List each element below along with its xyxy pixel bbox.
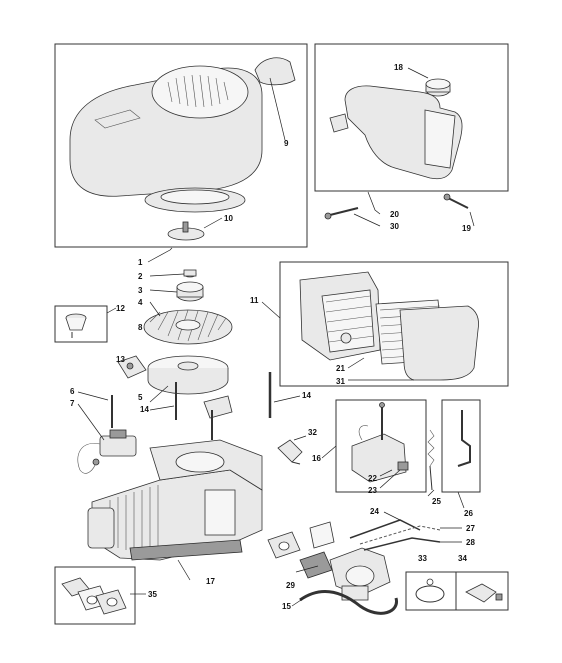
callout-30: 30 [390,222,399,231]
frame-starter-group [54,43,308,248]
gasket-set-29 [267,521,335,559]
clip-34 [465,583,503,603]
recoil-starter-housing [69,57,296,241]
tank-bolt-19 [443,193,469,209]
callout-7: 7 [70,399,75,408]
rod-26 [457,410,471,467]
callout-1: 1 [138,258,143,267]
cylinder-head [87,507,115,549]
frame-rod-26 [441,399,481,493]
callout-35: 35 [148,590,157,599]
air-filter-base [299,271,381,361]
callout-5: 5 [138,393,143,402]
callout-16: 16 [312,454,321,463]
callout-3: 3 [138,286,143,295]
air-filter-cover [399,305,479,381]
callout-29: 29 [286,581,295,590]
callout-28: 28 [466,538,475,547]
callout-11: 11 [250,296,259,305]
flywheel-body [147,355,229,395]
gasket-kit-35 [61,577,127,615]
callout-22: 22 [368,474,377,483]
callout-26: 26 [464,509,473,518]
flywheel-fan [143,309,233,345]
callout-20: 20 [390,210,399,219]
fuel-tank [329,78,463,180]
callout-32: 32 [308,428,317,437]
callout-10: 10 [224,214,233,223]
spring-25 [427,429,435,491]
callout-19: 19 [462,224,471,233]
starter-handle [254,57,296,86]
callout-6: 6 [70,387,75,396]
callout-21: 21 [336,364,345,373]
frame-part-12 [54,305,108,343]
callout-34: 34 [458,554,467,563]
frame-air-filter-group [279,261,509,387]
callout-2: 2 [138,272,143,281]
callout-23: 23 [368,486,377,495]
frame-gasket-kit-35 [54,566,136,625]
callout-9: 9 [284,139,289,148]
callout-12: 12 [116,304,125,313]
frame-part-34 [455,571,509,611]
callout-13: 13 [116,355,125,364]
callout-31: 31 [336,377,345,386]
nut-2 [183,269,197,278]
callout-8: 8 [138,323,143,332]
linkage-28 [363,537,441,551]
callout-14b: 14 [302,391,311,400]
engine-block [87,439,263,561]
callout-4: 4 [138,298,143,307]
fuel-line-15 [299,589,398,615]
callout-15: 15 [282,602,291,611]
tank-bolt-20 [324,207,359,220]
spacer-13 [203,395,233,440]
governor-bracket [351,402,409,483]
callout-18: 18 [394,63,403,72]
frame-part-33 [405,571,457,611]
part-12-clip [65,313,87,338]
ignition-coil [77,429,137,474]
frame-fuel-tank-group [314,43,509,192]
callout-24: 24 [370,507,379,516]
carburetor [299,547,391,601]
callout-14a: 14 [140,405,149,414]
callout-25: 25 [432,497,441,506]
part-32-switch [277,439,303,465]
callout-17: 17 [206,577,215,586]
linkage-27 [359,525,441,545]
o-ring-33 [415,578,445,603]
callout-27: 27 [466,524,475,533]
cup-3 [176,281,204,302]
callout-33: 33 [418,554,427,563]
flywheel-key [117,355,147,379]
